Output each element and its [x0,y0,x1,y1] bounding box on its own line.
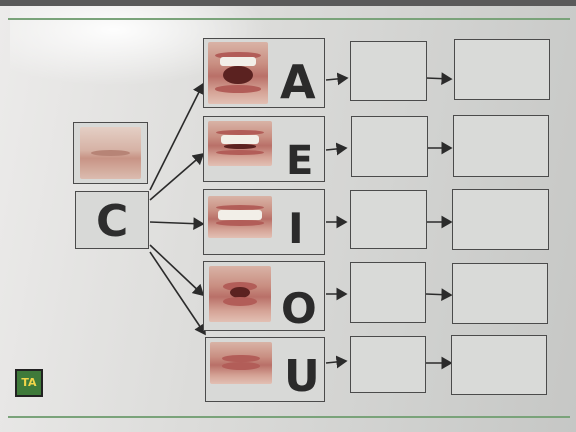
answer-box-u-1[interactable] [350,336,426,393]
mouth-wide-smile-photo [208,196,272,238]
answer-box-o-1[interactable] [350,262,426,323]
logo: TA [15,369,43,397]
answer-box-a-2[interactable] [454,39,550,100]
answer-box-a-1[interactable] [350,41,427,101]
arrow-c-to-i [149,217,205,231]
arrow-c-to-a [149,82,205,191]
vowel-card-a: A [203,38,325,108]
vowel-letter-u: U [284,351,320,402]
arrow-c-to-u [149,251,206,336]
arrow-c-to-o [149,244,205,297]
top-border-line [8,18,570,20]
answer-box-i-2[interactable] [452,189,549,250]
source-mouth-card [73,122,148,184]
vowel-card-o: O [203,261,325,331]
answer-box-e-2[interactable] [453,115,549,177]
bottom-border-line [8,416,570,418]
mouth-pucker-photo [210,342,272,384]
vowel-letter-i: I [288,204,304,253]
answer-box-i-1[interactable] [350,190,427,249]
vowel-card-i: I [203,189,325,255]
consonant-letter: C [96,196,129,247]
answer-box-e-1[interactable] [351,116,428,177]
closed-mouth-photo [80,127,141,179]
vowel-letter-a: A [280,55,316,109]
vowel-letter-o: O [281,284,317,333]
mouth-round-photo [209,266,271,322]
vowel-card-u: U [205,337,325,402]
answer-box-u-2[interactable] [451,335,547,395]
vowel-card-e: E [203,116,325,182]
consonant-card: C [75,191,149,249]
mouth-smile-teeth-photo [208,121,272,166]
answer-box-o-2[interactable] [452,263,548,324]
arrow-c-to-e [149,152,205,201]
mouth-open-wide-photo [208,42,268,104]
vowel-letter-e: E [286,138,314,184]
